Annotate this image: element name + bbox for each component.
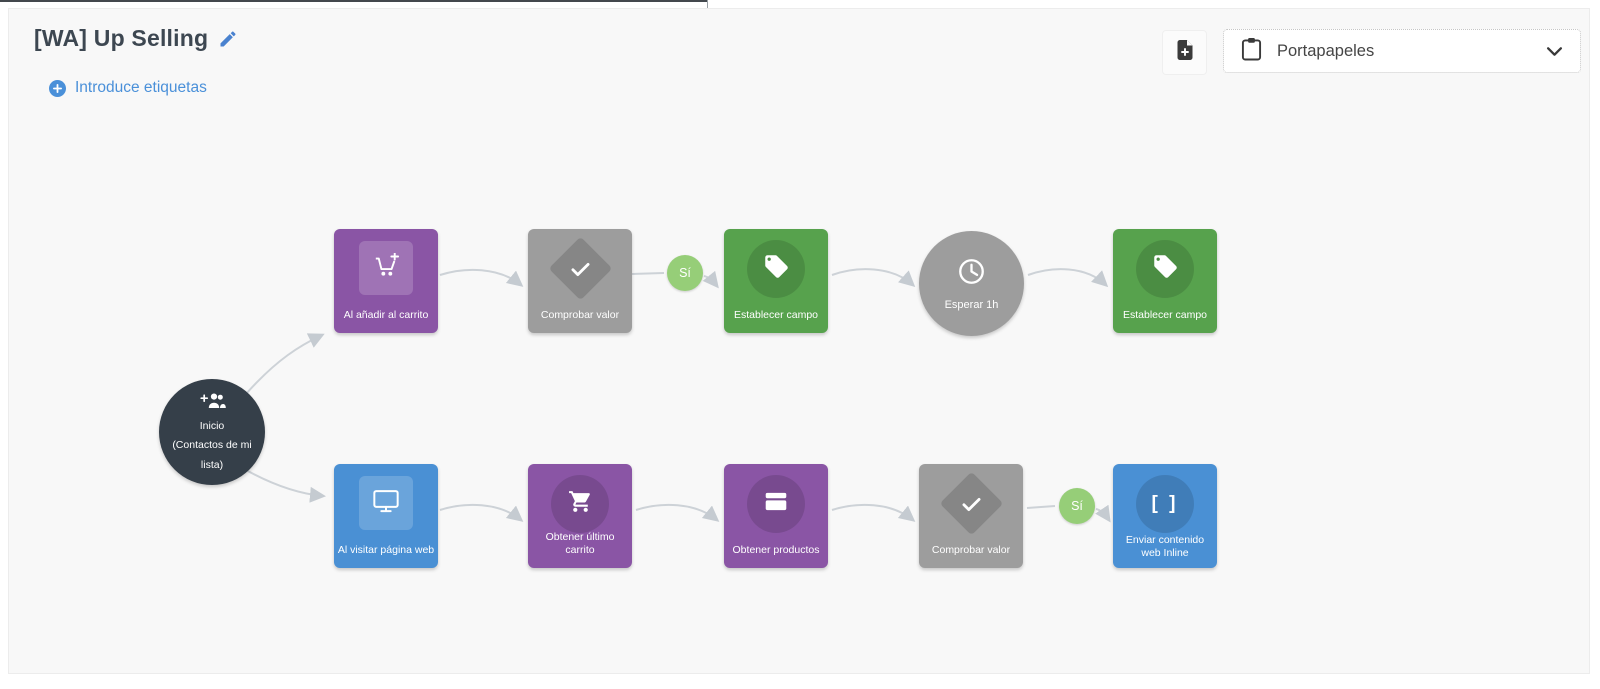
chevron-down-icon [1546,46,1563,57]
check-icon [567,256,593,282]
clipboard-dropdown-label: Portapapeles [1277,41,1375,60]
action-icon-frame [551,475,609,533]
pencil-icon[interactable] [218,29,238,49]
cart-icon [568,489,593,519]
automation-canvas[interactable]: [WA] Up Selling Introduce etiquetas Port… [8,8,1590,674]
node-label: Al añadir al carrito [343,309,429,322]
card-icon [763,490,789,518]
flow-connectors [245,268,1111,523]
plus-circle-icon [49,79,66,97]
trigger-icon-frame [359,476,413,530]
start-node[interactable]: Inicio (Contactos de mi lista) [159,379,265,485]
action-icon-frame [747,240,805,298]
action-node-send-web-content[interactable]: [ ] Enviar contenido web Inline [1113,464,1217,568]
document-add-icon [1173,38,1197,67]
page-title: [WA] Up Selling [34,25,209,51]
condition-diamond [939,471,1003,536]
flow-title-block: [WA] Up Selling [34,25,238,52]
start-node-label-line: lista) [200,458,224,471]
node-label: Establecer campo [733,309,819,322]
wait-node-1h[interactable]: Esperar 1h [919,231,1024,336]
action-icon-frame [747,475,805,533]
action-icon-frame: [ ] [1136,475,1194,533]
node-label: Establecer campo [1122,309,1208,322]
window-top-border [0,0,708,2]
condition-node-check-value[interactable]: Comprobar valor [528,229,632,333]
action-icon-frame [1136,240,1194,298]
action-node-set-field[interactable]: Establecer campo [1113,229,1217,333]
node-label: Comprobar valor [931,544,1011,557]
start-node-label-line: (Contactos de mi [172,439,252,452]
clipboard-icon [1241,37,1262,66]
check-icon [958,491,984,517]
add-contacts-icon [199,392,226,414]
window-top-divider [707,0,708,8]
monitor-icon [372,489,400,518]
action-node-set-field[interactable]: Establecer campo [724,229,828,333]
condition-node-check-value[interactable]: Comprobar valor [919,464,1023,568]
tag-icon [1152,253,1179,285]
yes-branch-badge[interactable]: Sí [1059,488,1095,524]
condition-diamond [548,236,612,301]
brackets-icon: [ ] [1151,493,1179,514]
action-node-get-last-cart[interactable]: Obtener último carrito [528,464,632,568]
node-label: Esperar 1h [944,299,999,311]
node-label: Obtener productos [732,544,820,557]
new-document-button[interactable] [1162,30,1207,75]
trigger-node-visit-webpage[interactable]: Al visitar página web [334,464,438,568]
node-label: Enviar contenido web Inline [1125,533,1205,560]
node-label: Al visitar página web [337,544,435,557]
yes-branch-badge[interactable]: Sí [667,255,703,291]
add-tags-label: Introduce etiquetas [75,79,207,96]
tag-icon [763,253,790,285]
add-tags-link[interactable]: Introduce etiquetas [49,79,207,97]
node-label: Comprobar valor [540,309,620,322]
trigger-node-add-to-cart[interactable]: Al añadir al carrito [334,229,438,333]
trigger-icon-frame [359,241,413,295]
clipboard-dropdown[interactable]: Portapapeles [1223,29,1581,73]
action-node-get-products[interactable]: Obtener productos [724,464,828,568]
clock-icon [956,256,987,292]
start-node-label-line: Inicio [199,420,225,433]
node-label: Obtener último carrito [545,530,615,557]
cart-plus-icon [373,252,400,283]
